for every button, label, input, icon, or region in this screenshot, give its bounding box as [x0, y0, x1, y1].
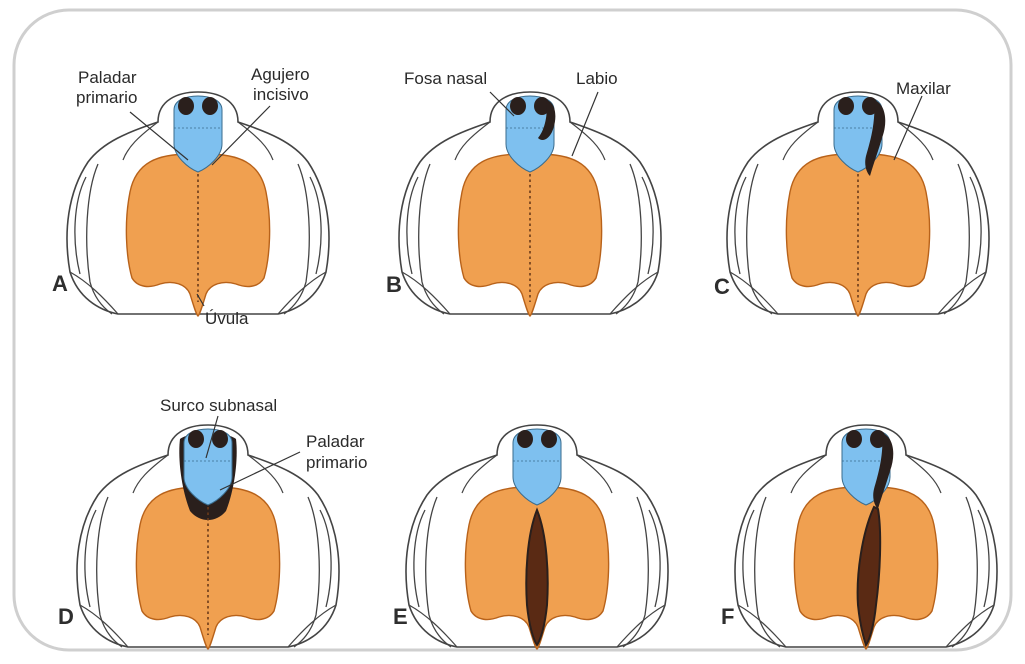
label-subnasal-groove: Surco subnasal	[160, 396, 277, 415]
label-primary-palate-a1: Paladar	[78, 68, 137, 87]
label-incisive-foramen-a1: Agujero	[251, 65, 310, 84]
label-lip: Labio	[576, 69, 618, 88]
label-maxilla: Maxilar	[896, 79, 951, 98]
panel-letter-c: C	[714, 274, 730, 299]
panel-letter-f: F	[721, 604, 734, 629]
panel-letter-e: E	[393, 604, 408, 629]
panel-letter-a: A	[52, 271, 68, 296]
label-primary-palate-d2: primario	[306, 453, 367, 472]
panel-letter-d: D	[58, 604, 74, 629]
label-uvula: Úvula	[205, 309, 249, 328]
panel-letter-b: B	[386, 272, 402, 297]
label-incisive-foramen-a2: incisivo	[253, 85, 309, 104]
label-nasal-fossa: Fosa nasal	[404, 69, 487, 88]
label-primary-palate-d1: Paladar	[306, 432, 365, 451]
label-primary-palate-a2: primario	[76, 88, 137, 107]
